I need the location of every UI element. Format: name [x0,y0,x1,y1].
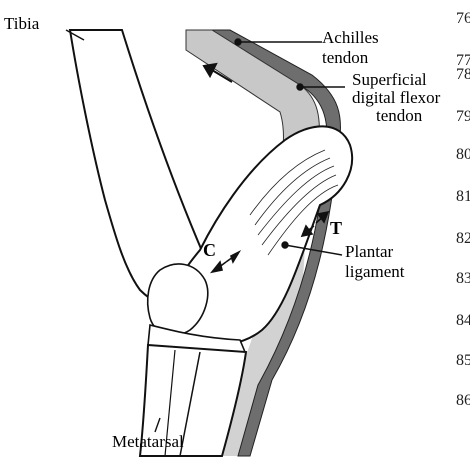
achilles-label-line1: Achilles [322,28,410,48]
line-number: 85 [456,352,470,370]
line-number: 82 [456,230,470,248]
line-number: 76 [456,10,470,28]
plantar-label-line1: Plantar [345,242,393,262]
line-number: 84 [456,312,470,330]
metatarsal-label: Metatarsal [112,432,184,452]
sdf-label-line1: Superficial [352,70,427,90]
tibia-label: Tibia [4,14,39,34]
achilles-label-line2: tendon [322,48,410,68]
line-number: 83 [456,270,470,288]
plantar-label-line2: ligament [345,262,404,282]
sdf-label-line3: tendon [376,106,422,126]
line-number: 81 [456,188,470,206]
compression-label: C [203,240,216,260]
tension-label: T [330,218,342,238]
line-number: 79 [456,108,470,126]
achilles-label: Achilles tendon [322,28,410,68]
line-number: 80 [456,146,470,164]
line-number: 86 [456,392,470,410]
sdf-label-line2: digital flexor [352,88,440,108]
line-number: 78 [456,66,470,84]
